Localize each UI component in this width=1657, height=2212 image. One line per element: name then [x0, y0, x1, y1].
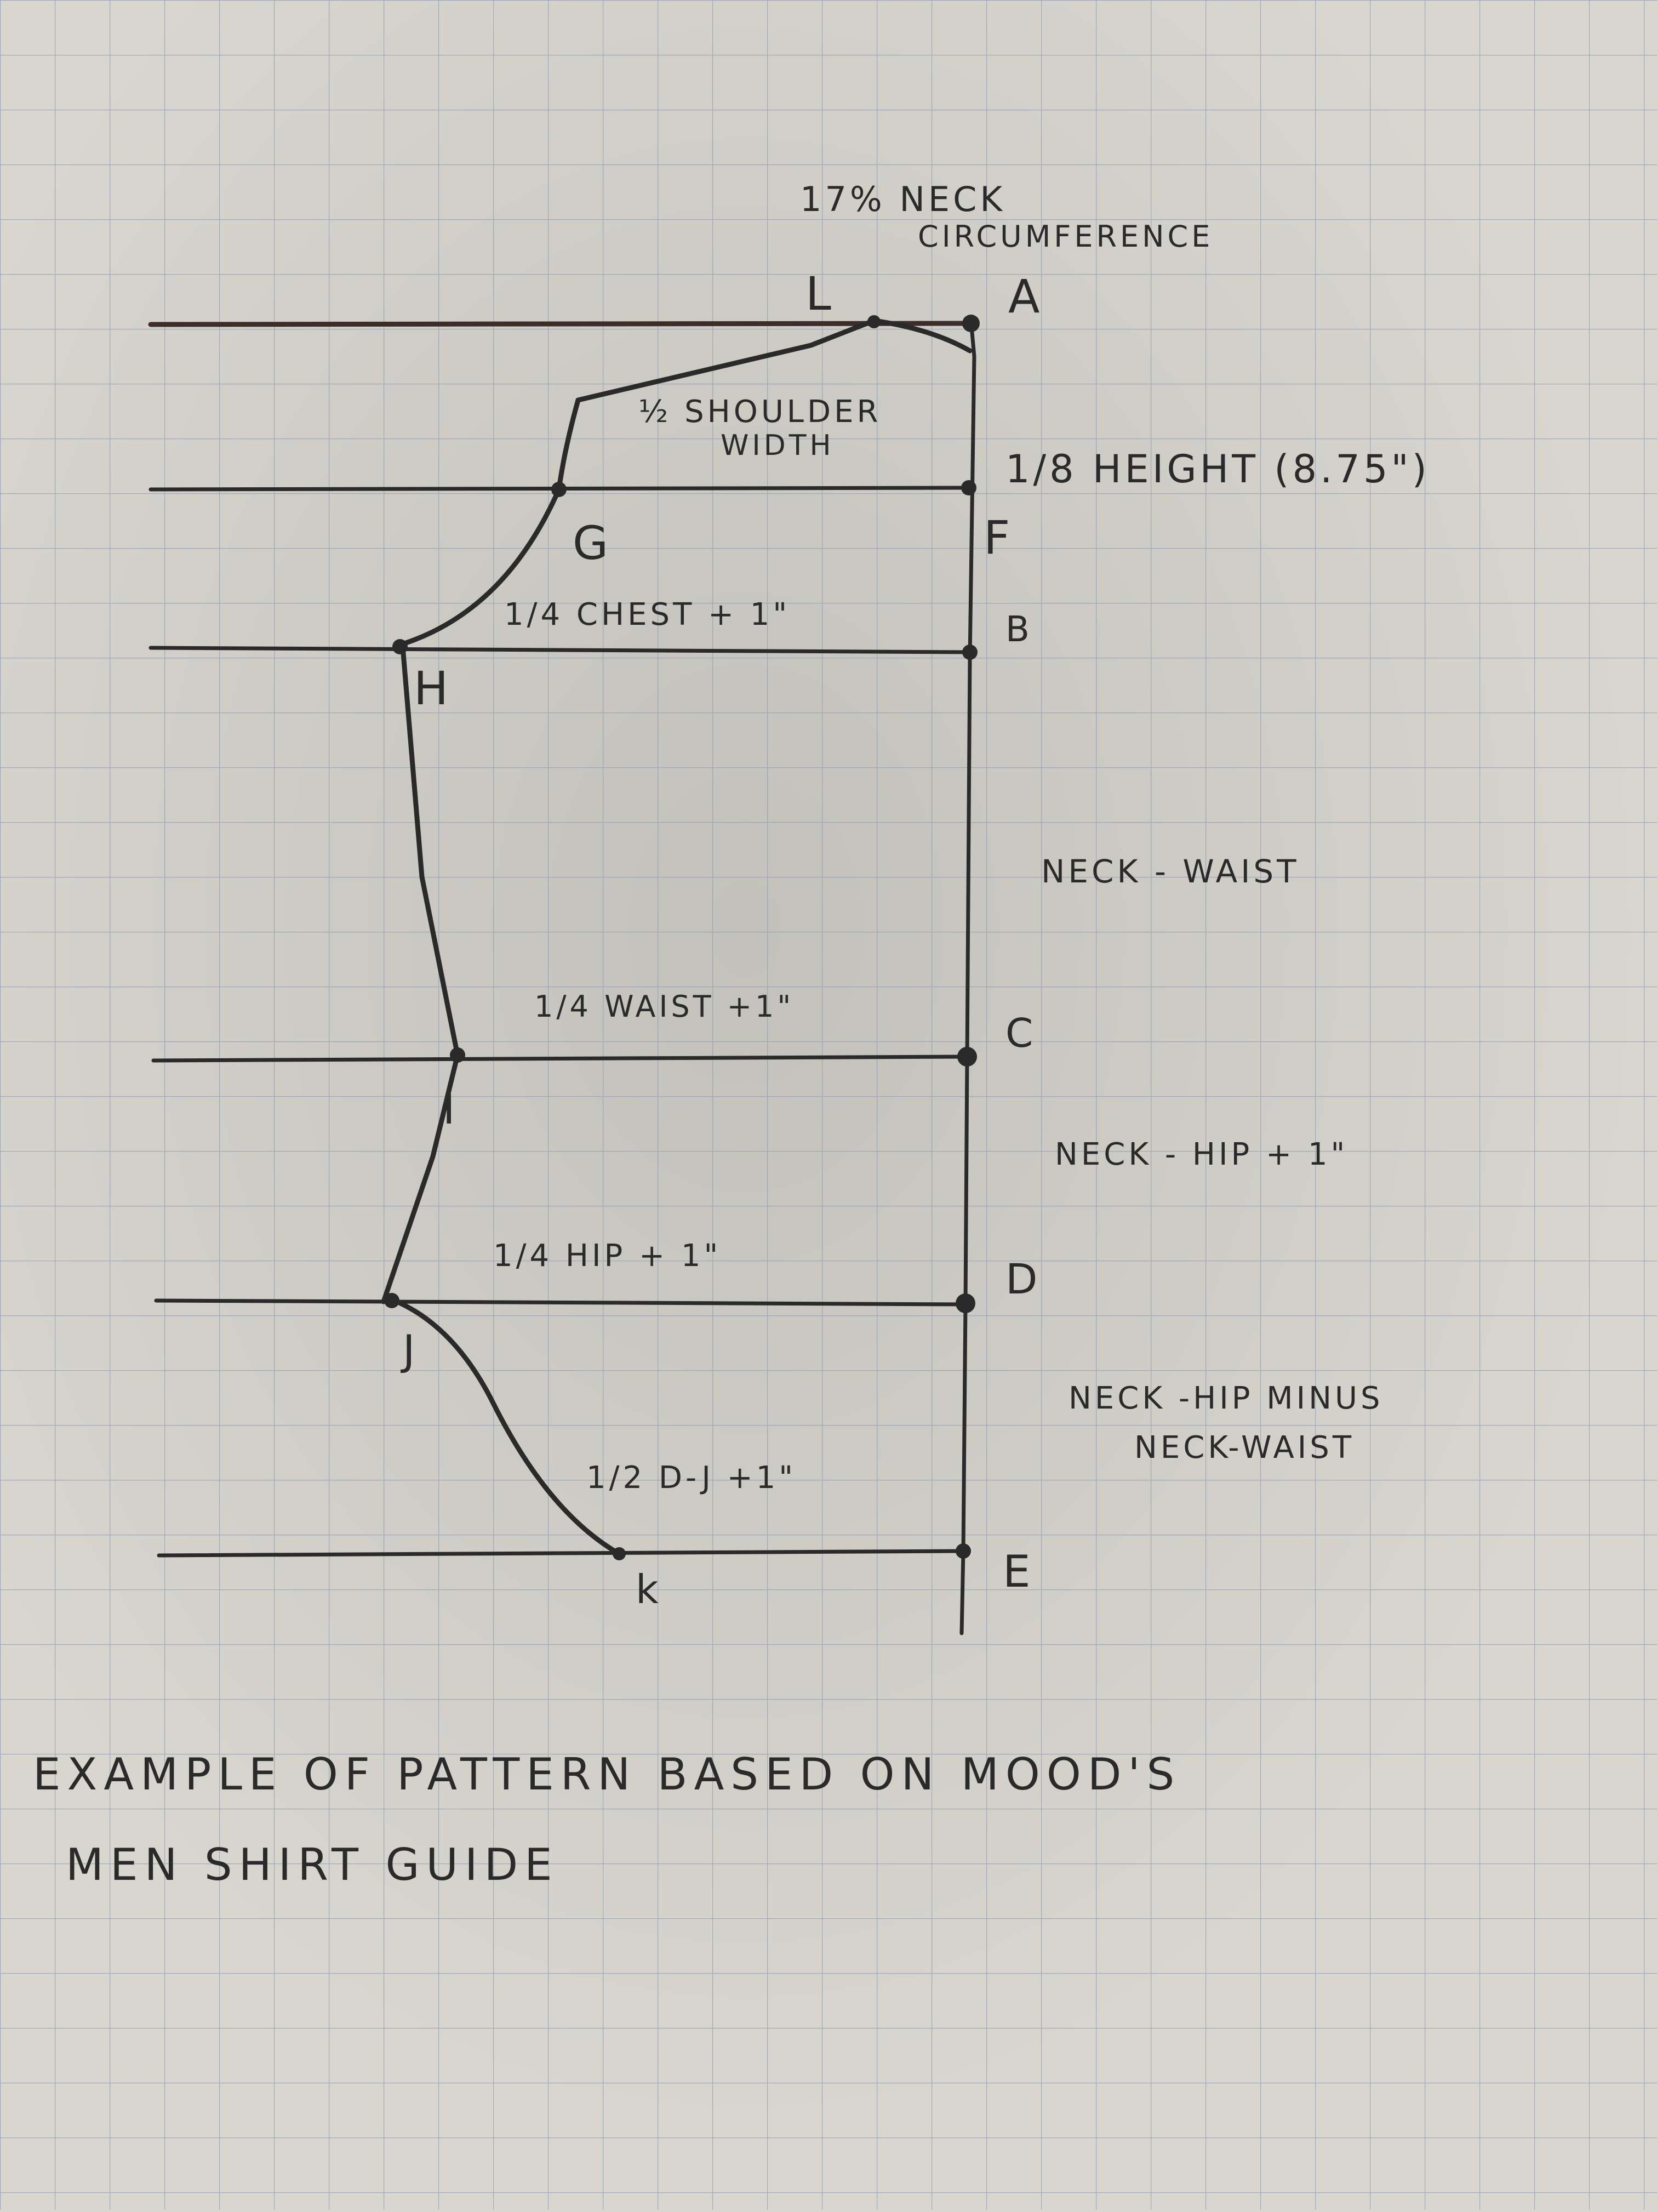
point-i-dot [450, 1047, 465, 1063]
waist-note: 1/4 WAIST +1" [534, 989, 794, 1024]
label-l: L [805, 267, 831, 321]
label-g: G [573, 516, 608, 570]
label-c: C [1005, 1010, 1033, 1056]
hip-note: 1/4 HIP + 1" [493, 1238, 721, 1274]
point-j-dot [384, 1293, 399, 1308]
hem-note: 1/2 D-J +1" [586, 1460, 796, 1496]
label-h: H [414, 662, 448, 715]
height-note: 1/8 HEIGHT (8.75") [1005, 447, 1430, 492]
line-b [148, 646, 973, 654]
neck-curve [871, 318, 973, 354]
point-b-dot [962, 645, 978, 660]
chest-note: 1/4 CHEST + 1" [504, 597, 790, 632]
neck-hip-minus-line1: NECK -HIP MINUS [1069, 1381, 1384, 1416]
side-seam-upper [400, 644, 460, 1058]
armhole-curve [395, 397, 581, 648]
point-k-dot [613, 1547, 626, 1560]
caption-line2: MEN SHIRT GUIDE [66, 1839, 559, 1890]
point-g-dot [551, 482, 567, 497]
line-d [154, 1298, 971, 1307]
shoulder-line [575, 318, 877, 403]
point-e-dot [956, 1543, 971, 1559]
label-j: J [401, 1326, 415, 1375]
neck-hip-note: NECK - HIP + 1" [1055, 1137, 1348, 1172]
label-e: E [1003, 1546, 1031, 1597]
label-b: B [1005, 609, 1030, 650]
line-c [151, 1054, 969, 1063]
neck-hip-minus-line2: NECK-WAIST [1134, 1430, 1355, 1466]
line-e [157, 1549, 967, 1558]
point-l-dot [867, 315, 881, 328]
side-seam-lower [381, 1052, 460, 1304]
label-a: A [1008, 270, 1039, 323]
hem-curve [392, 1298, 622, 1557]
neck-waist-note: NECK - WAIST [1041, 853, 1300, 890]
point-f-dot [961, 480, 976, 495]
shoulder-note-line2: WIDTH [721, 429, 835, 462]
point-d-dot [956, 1293, 975, 1313]
label-i: I [443, 1085, 455, 1133]
neck-note-line1: 17% NECK [800, 179, 1005, 219]
label-d: D [1005, 1255, 1038, 1303]
line-a [148, 321, 975, 327]
caption-line1: EXAMPLE OF PATTERN BASED ON MOOD'S [33, 1749, 1181, 1800]
point-h-dot [392, 639, 408, 654]
label-k: k [636, 1566, 659, 1612]
label-f: F [984, 511, 1010, 565]
neck-note-line2: CIRCUMFERENCE [918, 219, 1213, 254]
point-a-dot [962, 315, 980, 332]
shoulder-note-line1: ½ SHOULDER [638, 394, 881, 430]
point-c-dot [957, 1047, 977, 1067]
